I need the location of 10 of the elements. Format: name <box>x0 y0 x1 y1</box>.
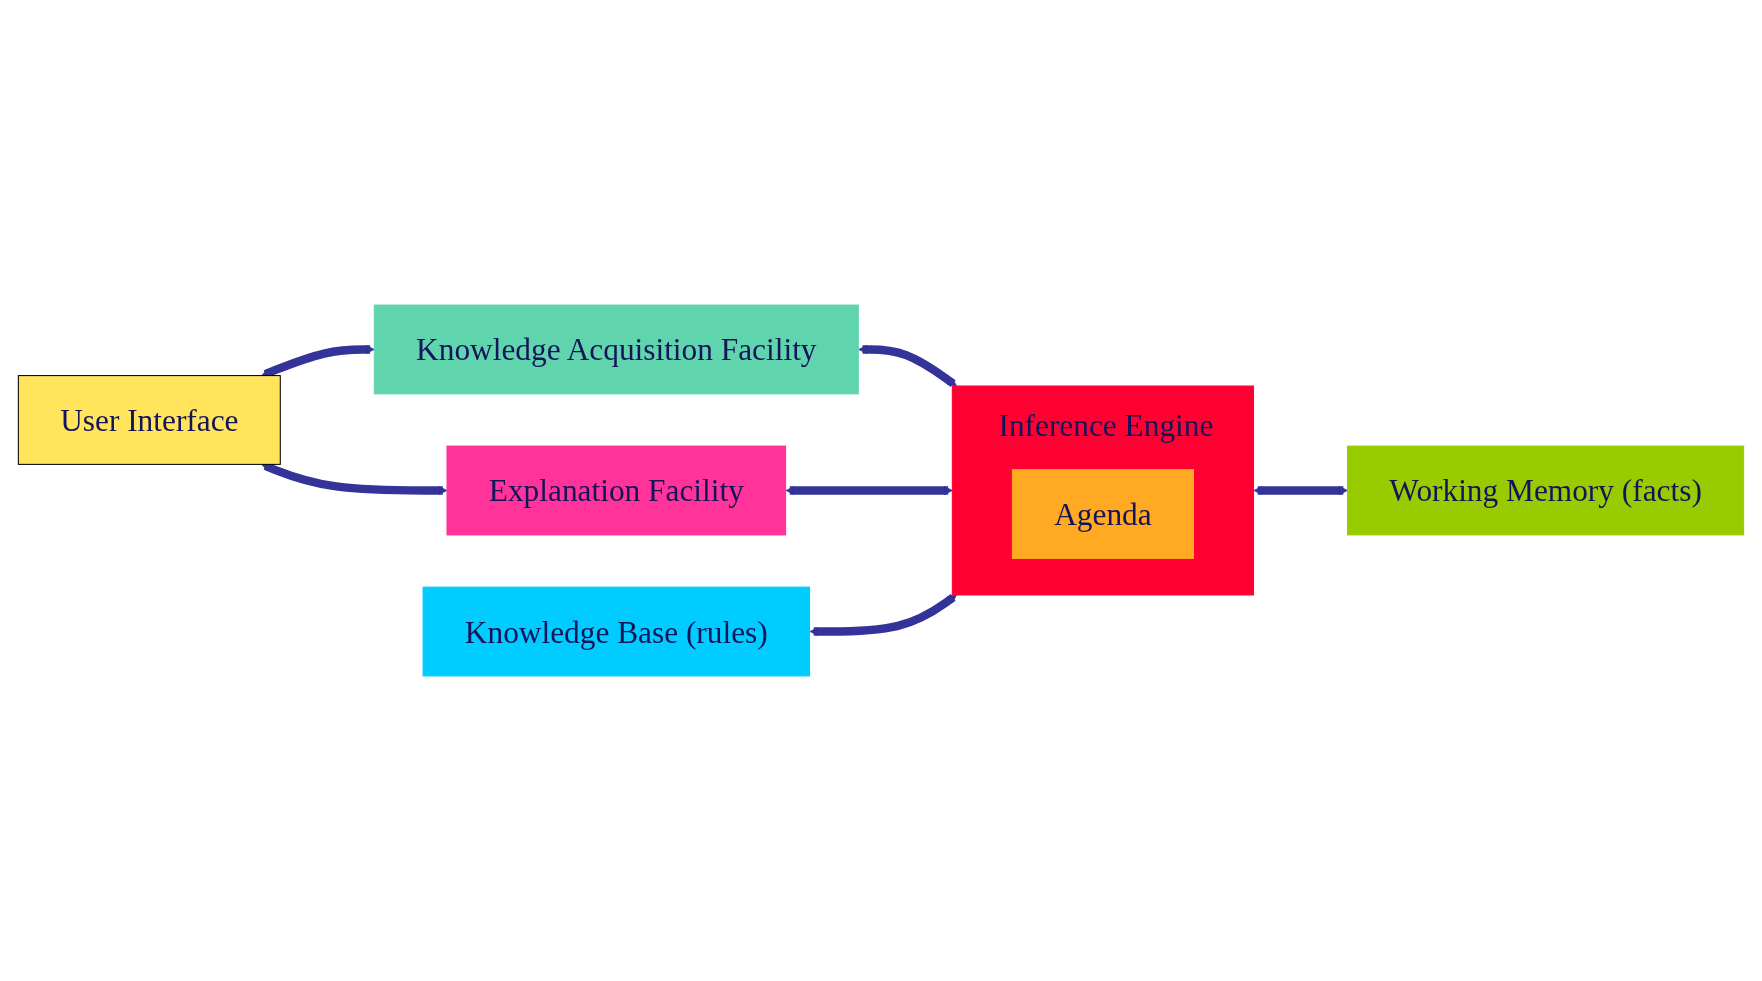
node-box: Working Memory (facts) <box>1347 445 1745 536</box>
node-box: Knowledge Base (rules) <box>422 586 811 677</box>
node-box: Knowledge Acquisition Facility <box>373 304 859 395</box>
arrow <box>1253 485 1348 496</box>
arrow <box>858 344 957 387</box>
node-box: User Interface <box>17 375 281 465</box>
node-box: Explanation Facility <box>446 445 787 536</box>
arrow <box>809 594 957 637</box>
arrow <box>785 485 953 496</box>
node-box: Agenda <box>1011 469 1194 559</box>
